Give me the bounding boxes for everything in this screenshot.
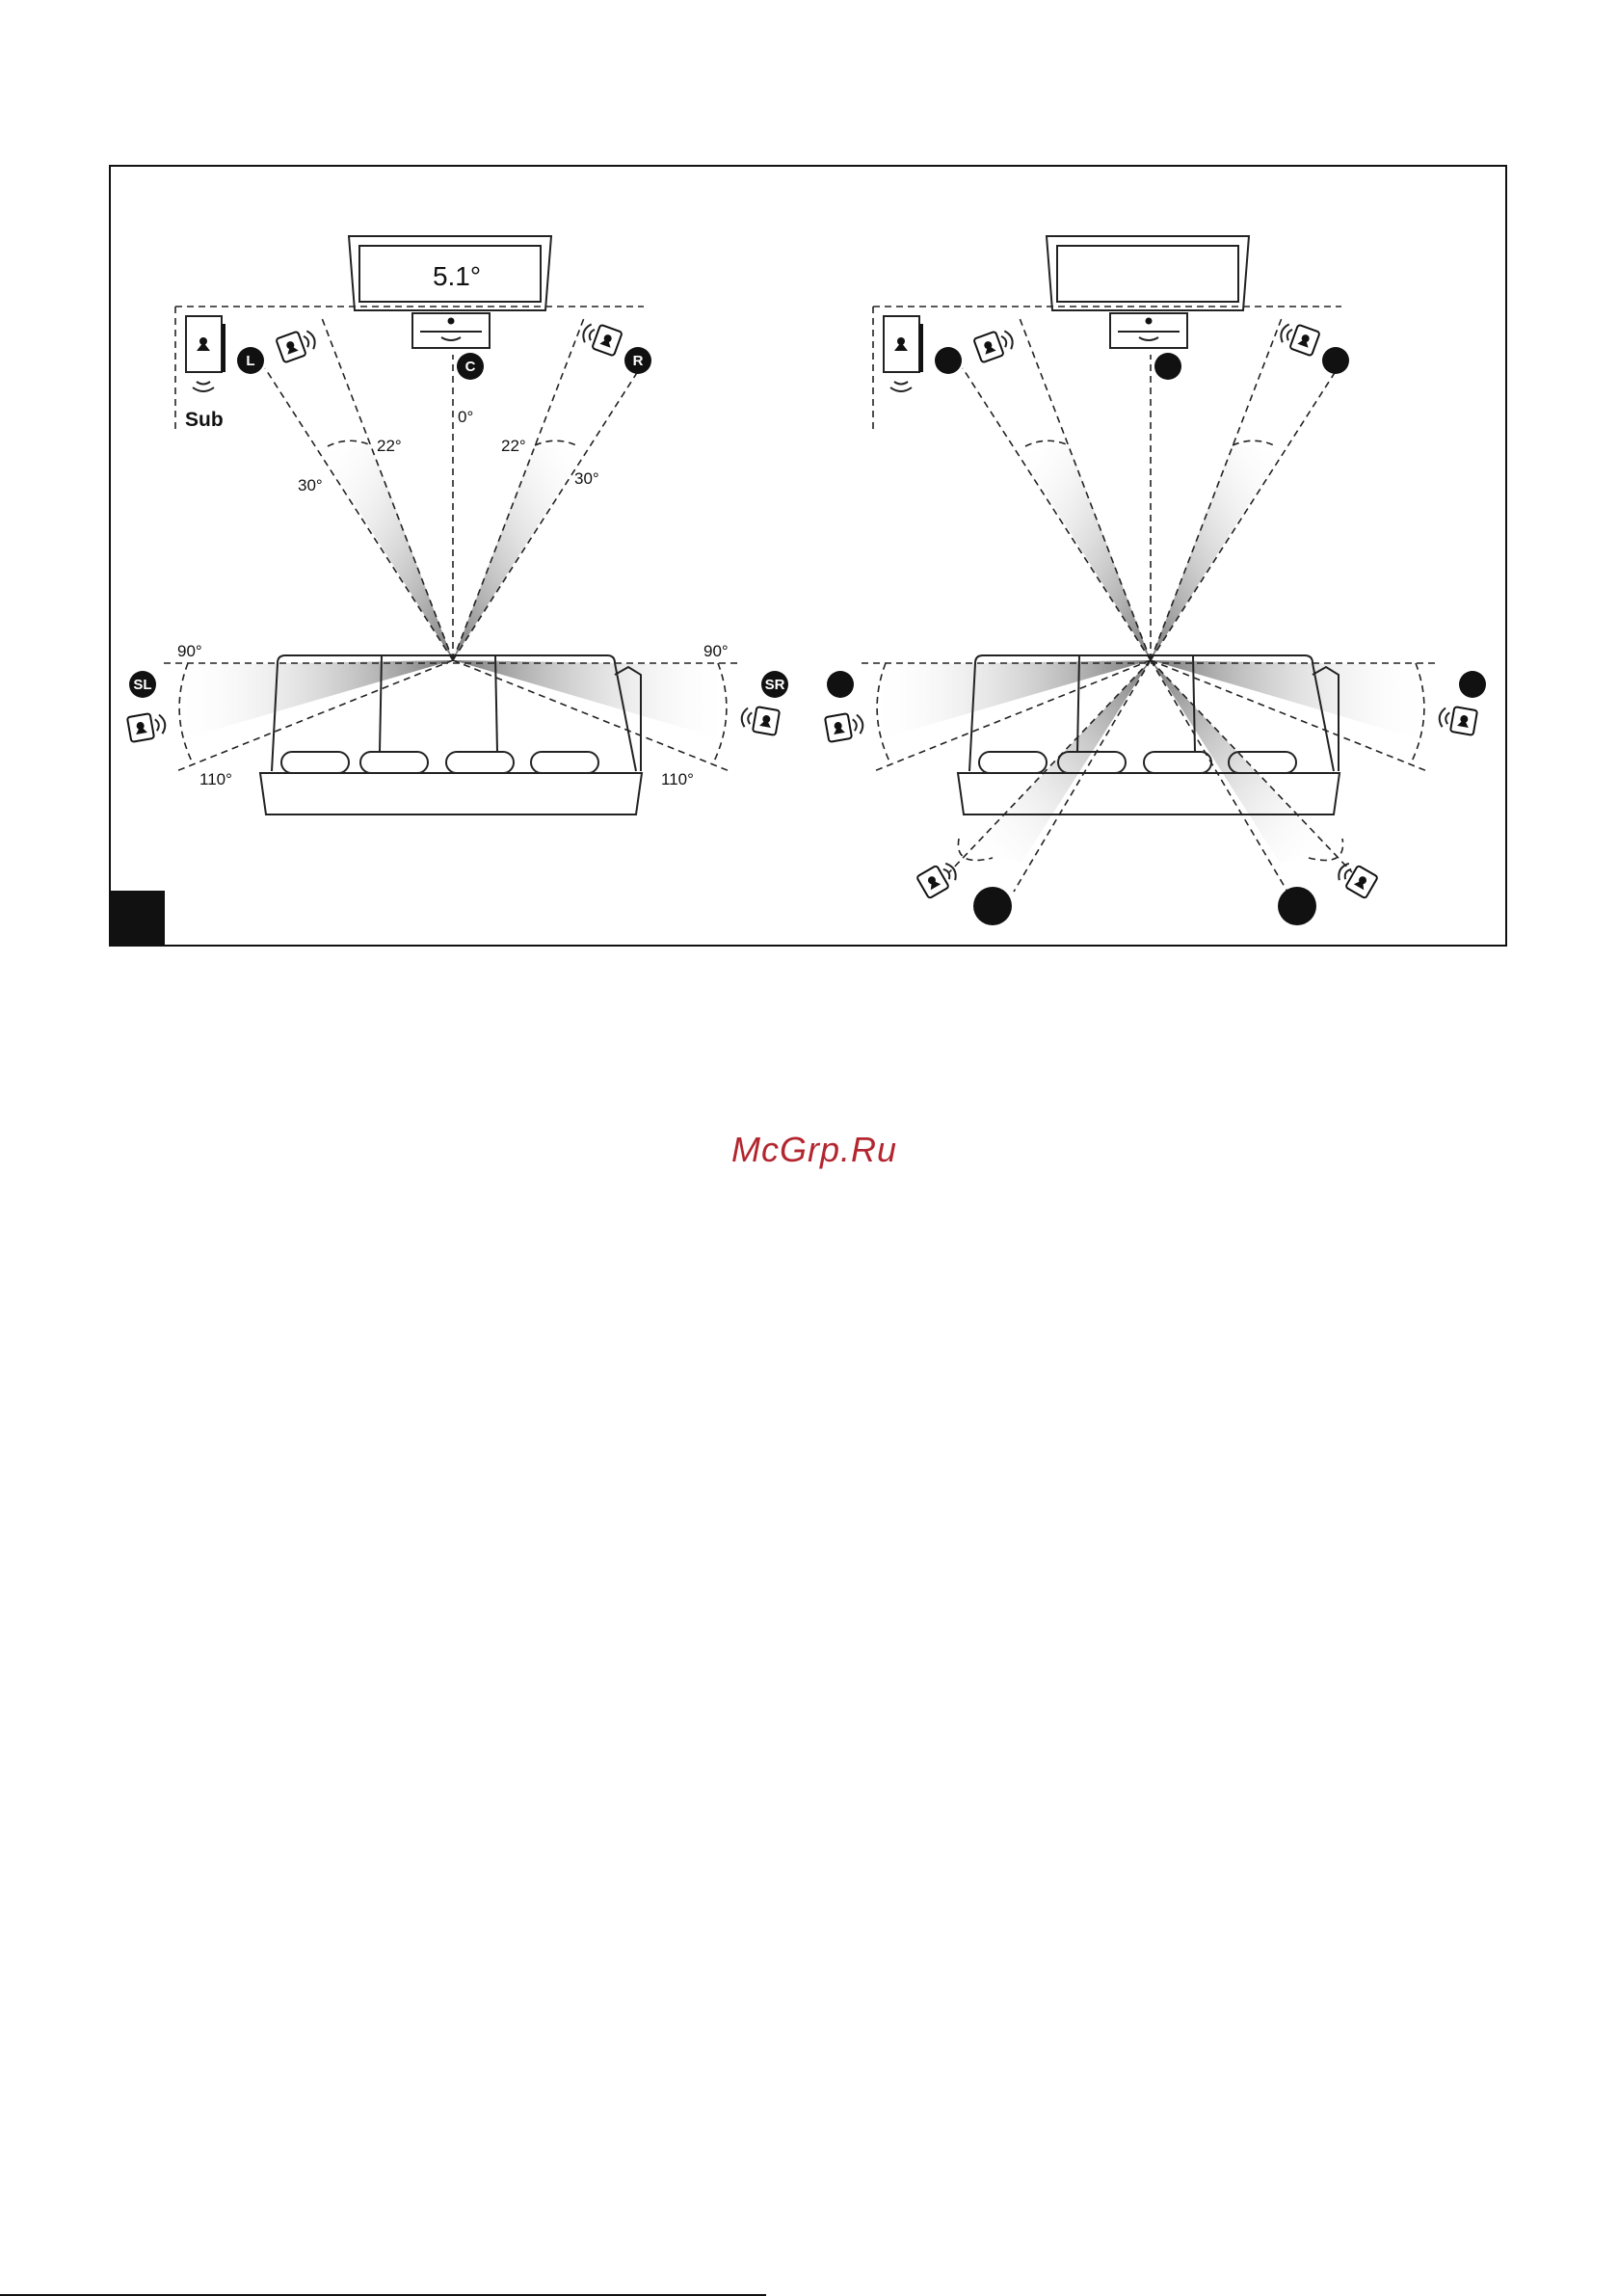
surround-right-speaker-icon [740,705,780,735]
surround-left-beam [172,660,453,742]
subwoofer-icon [186,316,225,391]
badge-l: L [237,347,264,374]
center-speaker-icon-right [1110,313,1187,348]
angle-center-label: 0° [458,408,473,426]
angle-right-inner-label: 22° [501,437,526,455]
badge-blank-c [1154,353,1181,380]
left-panel-5-1: 5.1° Sub [127,236,788,814]
angle-left-outer-label: 30° [298,476,323,494]
center-speaker-icon [412,313,490,348]
tv-icon: 5.1° [349,236,551,310]
angle-rear-left-label: 110° [199,770,232,788]
right-front-beam [453,443,583,660]
right-speaker-icon [580,320,623,356]
left-speaker-icon [276,327,318,362]
svg-text:L: L [246,353,254,369]
sub-label: Sub [185,409,224,431]
badge-blank-sl [827,671,854,698]
badge-c: C [457,353,484,380]
left-front-beam [323,443,453,660]
badge-sr: SR [761,671,788,698]
svg-text:R: R [633,353,644,369]
tv-icon-right [1047,236,1249,310]
angle-rear-right-label: 110° [661,770,694,788]
badge-r: R [624,347,651,374]
svg-text:C: C [465,359,476,375]
badge-blank-br [1278,887,1316,925]
right-panel-7-1 [825,236,1486,925]
svg-text:SR: SR [765,677,785,693]
back-right-speaker-icon [1334,859,1377,898]
badge-blank-sr [1459,671,1486,698]
badge-blank-l [935,347,962,374]
subwoofer-icon-right [884,316,923,391]
surround-left-speaker-icon [127,711,167,742]
badge-blank-bl [973,887,1012,925]
corner-marker [110,891,165,946]
watermark: McGrp.Ru [731,1130,897,1169]
svg-text:SL: SL [133,677,151,693]
badge-blank-r [1322,347,1349,374]
angle-side-left-label: 90° [177,642,202,660]
angle-left-inner-label: 22° [377,437,402,455]
angle-side-right-label: 90° [703,642,729,660]
back-left-speaker-icon [916,859,960,898]
setup-title: 5.1° [433,261,481,291]
angle-right-outer-label: 30° [574,469,599,488]
badge-sl: SL [129,671,156,698]
